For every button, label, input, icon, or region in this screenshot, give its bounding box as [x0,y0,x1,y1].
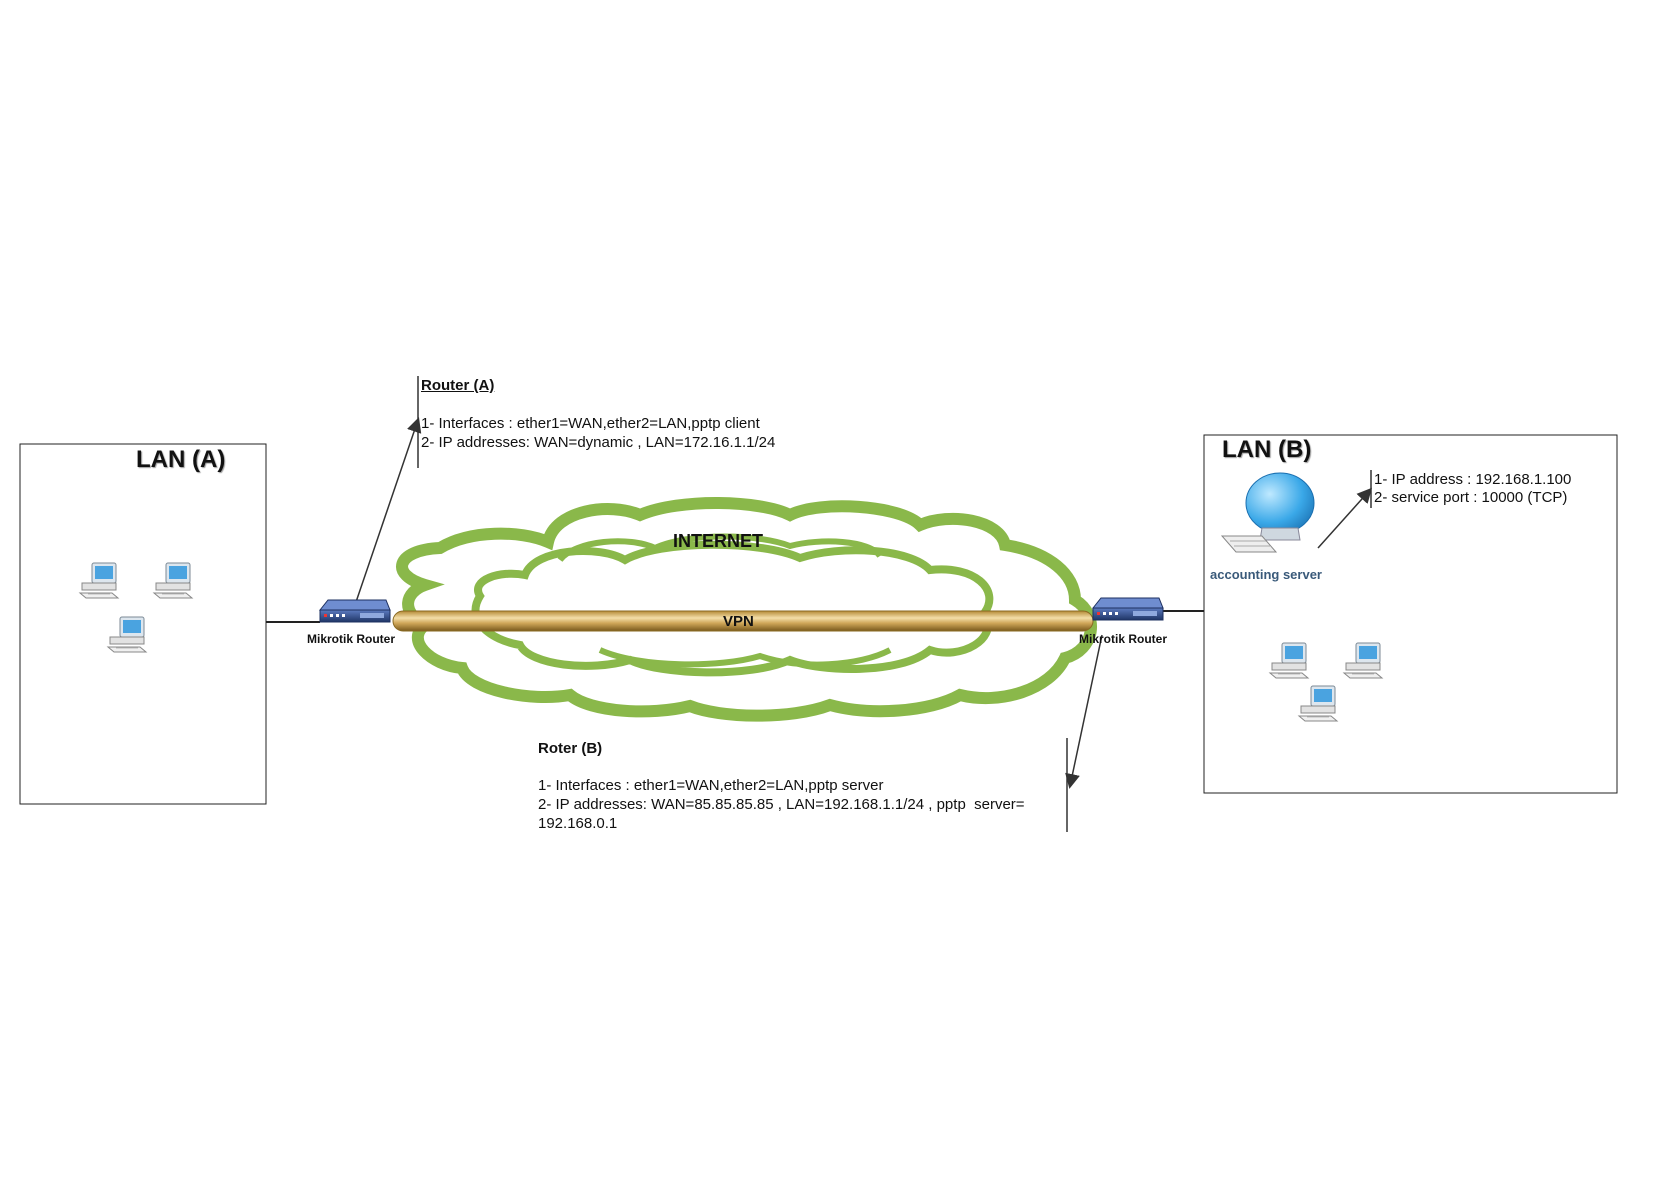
server-icon [1220,472,1315,553]
router-a-note-line-2: 2- IP addresses: WAN=dynamic , LAN=172.1… [421,434,776,451]
lan-a-title: LAN (A) [136,446,226,473]
computer-icon [107,616,147,653]
router-b-label: Mikrotik Router [1079,632,1168,646]
server-note-line-2: 2- service port : 10000 (TCP) [1374,489,1568,506]
router-b-note-line-2: 2- IP addresses: WAN=85.85.85.85 , LAN=1… [538,796,1025,813]
cloud-inner-ring [471,540,994,677]
lan-b-box [1203,434,1618,794]
router-b-note-title: Roter (B) [538,740,603,757]
server-label: accounting server [1210,567,1322,582]
router-b-pointer [1065,634,1103,789]
internet-label: INTERNET [673,531,763,551]
router-b-icon [1092,597,1164,621]
computer-icon [1343,642,1383,679]
router-b-note-line-3: 192.168.0.1 [538,815,618,832]
router-a-icon [319,599,391,623]
lan-b-title: LAN (B) [1222,436,1312,463]
router-a-label: Mikrotik Router [307,632,396,646]
computer-icon [79,562,119,599]
cloud-core-ring [557,533,892,668]
router-a-pointer [355,417,422,603]
lan-a-box [19,443,267,805]
computer-icon [153,562,193,599]
router-a-note-title: Router (A) [421,377,495,394]
vpn-label: VPN [723,613,754,630]
server-note-line-1: 1- IP address : 192.168.1.100 [1374,471,1572,488]
router-a-note-line-1: 1- Interfaces : ether1=WAN,ether2=LAN,pp… [421,415,760,432]
router-b-note-line-1: 1- Interfaces : ether1=WAN,ether2=LAN,pp… [538,777,884,794]
cloud-icon [396,497,1097,722]
server-pointer [1317,487,1373,549]
vpn-tunnel [392,610,1094,632]
computer-icon [1298,685,1338,722]
computer-icon [1269,642,1309,679]
